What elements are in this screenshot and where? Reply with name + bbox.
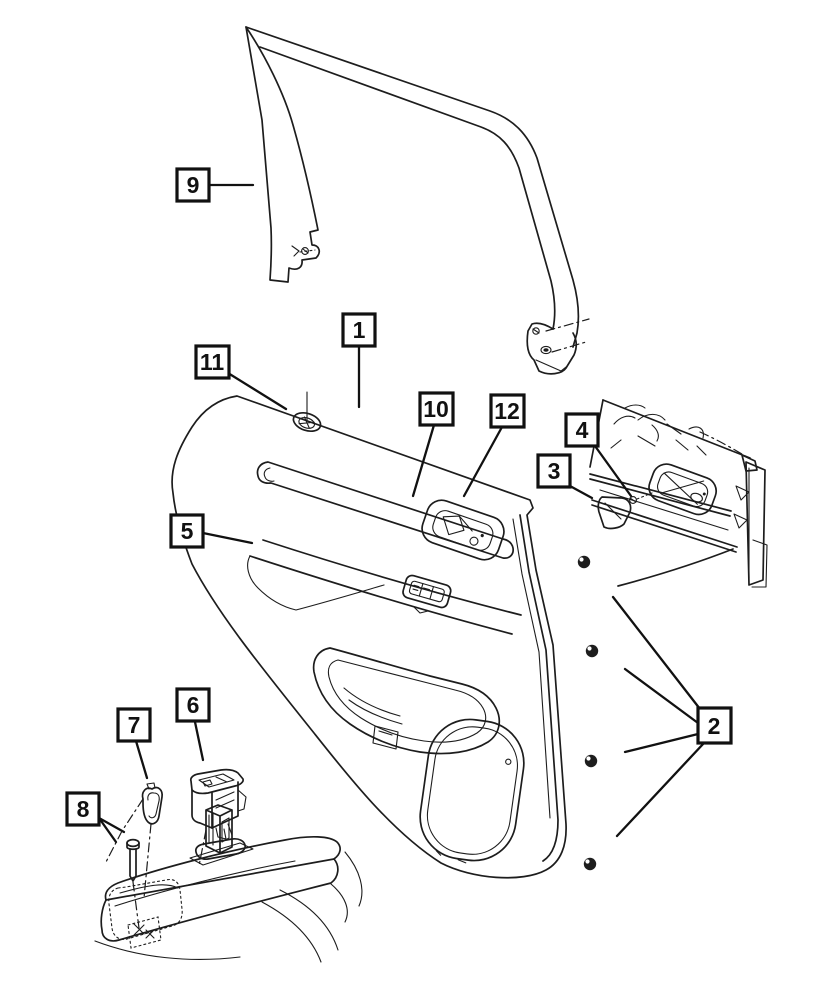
callout-6[interactable]: 6: [175, 687, 211, 762]
screw-pin: [126, 838, 140, 882]
fastener-pin: [584, 754, 598, 768]
door-trim-panel-drawing: [171, 391, 567, 879]
callout-2[interactable]: 2: [611, 595, 733, 838]
callout-3-number: 3: [548, 458, 561, 484]
fastener-pin: [583, 857, 597, 871]
callout-9[interactable]: 9: [175, 167, 255, 203]
armrest-base: [94, 804, 363, 963]
callout-8[interactable]: 8: [65, 791, 144, 863]
callout-7-number: 7: [128, 712, 141, 738]
fastener-pin: [577, 555, 591, 569]
lock-grommet: [292, 411, 322, 433]
accent-strip: [256, 461, 514, 559]
quarter-bezel: [648, 463, 718, 516]
callout-12[interactable]: 12: [462, 393, 526, 498]
callout-5-number: 5: [181, 518, 194, 544]
retainer-grommet: [141, 782, 163, 825]
callout-6-number: 6: [187, 692, 200, 718]
callout-9-number: 9: [187, 172, 200, 198]
callout-12-number: 12: [494, 398, 520, 424]
callout-1-number: 1: [353, 317, 366, 343]
fastener-pin: [585, 644, 599, 658]
callout-11-number: 11: [200, 349, 225, 375]
callout-7[interactable]: 7: [116, 707, 152, 780]
speaker-grille: [419, 718, 525, 864]
callout-5[interactable]: 5: [169, 513, 254, 549]
callout-2-number: 2: [708, 713, 721, 739]
switch-opening: [402, 574, 452, 609]
callout-10-number: 10: [423, 396, 449, 422]
callout-4[interactable]: 4: [564, 412, 633, 498]
window-frame-drawing: [245, 26, 590, 375]
callout-10[interactable]: 10: [411, 391, 455, 498]
callouts: 9 1 11 10 12 4: [65, 167, 733, 863]
fastener-pins: [577, 555, 599, 871]
callout-11[interactable]: 11: [194, 344, 288, 411]
callout-1[interactable]: 1: [341, 312, 377, 409]
handle-bezel: [421, 499, 505, 561]
armrest-assembly-drawing: [94, 768, 363, 963]
pull-pocket: [312, 647, 501, 755]
quarter-trim-drawing: [589, 399, 768, 588]
callout-4-number: 4: [576, 417, 589, 443]
callout-3[interactable]: 3: [536, 453, 594, 500]
callout-8-number: 8: [77, 796, 90, 822]
